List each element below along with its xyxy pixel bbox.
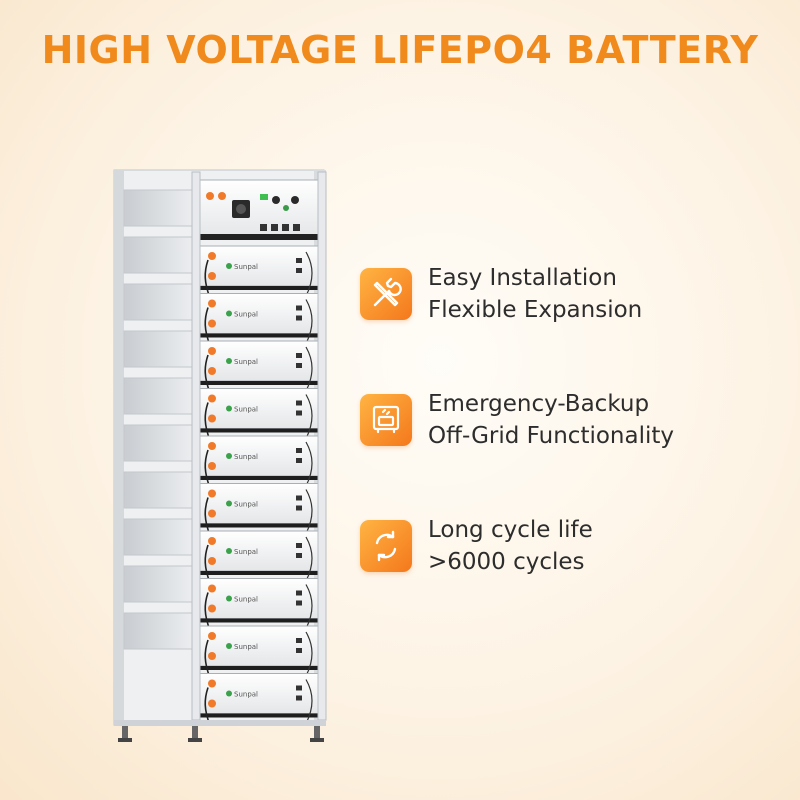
feature-line: Easy Installation: [428, 265, 617, 291]
brand-logo-text: Sunpal: [234, 358, 258, 366]
backup-power-icon: [360, 394, 412, 446]
feature-line: Emergency-Backup: [428, 391, 650, 417]
feature-line: Long cycle life: [428, 517, 593, 543]
brand-logo-text: Sunpal: [234, 643, 258, 651]
cycle-arrows-icon: [360, 520, 412, 572]
brand-logo-text: Sunpal: [234, 263, 258, 271]
feature-item-installation: Easy Installation Flexible Expansion: [360, 262, 642, 326]
brand-logo-text: Sunpal: [234, 691, 258, 699]
brand-logo-text: Sunpal: [234, 453, 258, 461]
brand-logo-text: Sunpal: [234, 501, 258, 509]
battery-module: Sunpal: [199, 673, 321, 726]
wrench-screwdriver-icon: [360, 268, 412, 320]
feature-line: >6000 cycles: [428, 549, 585, 575]
battery-module: Sunpal: [199, 340, 321, 394]
feature-item-cycle-life: Long cycle life >6000 cycles: [360, 514, 593, 578]
brand-logo-text: Sunpal: [234, 311, 258, 319]
feature-line: Flexible Expansion: [428, 297, 643, 323]
battery-module: Sunpal: [199, 293, 321, 346]
page-title: HIGH VOLTAGE LIFEPO4 BATTERY: [41, 28, 759, 72]
brand-logo-text: Sunpal: [234, 596, 258, 604]
battery-module: Sunpal: [199, 435, 321, 489]
feature-line: Off-Grid Functionality: [428, 423, 675, 449]
brand-logo-text: Sunpal: [234, 406, 258, 414]
battery-rack-image: SunpalSunpalSunpalSunpalSunpalSunpalSunp…: [113, 169, 327, 742]
battery-module: Sunpal: [199, 530, 321, 584]
feature-item-backup: Emergency-Backup Off-Grid Functionality: [360, 388, 674, 452]
battery-module: Sunpal: [199, 578, 321, 631]
battery-module: Sunpal: [199, 388, 321, 441]
battery-module: Sunpal: [199, 625, 321, 679]
brand-logo-text: Sunpal: [234, 548, 258, 556]
